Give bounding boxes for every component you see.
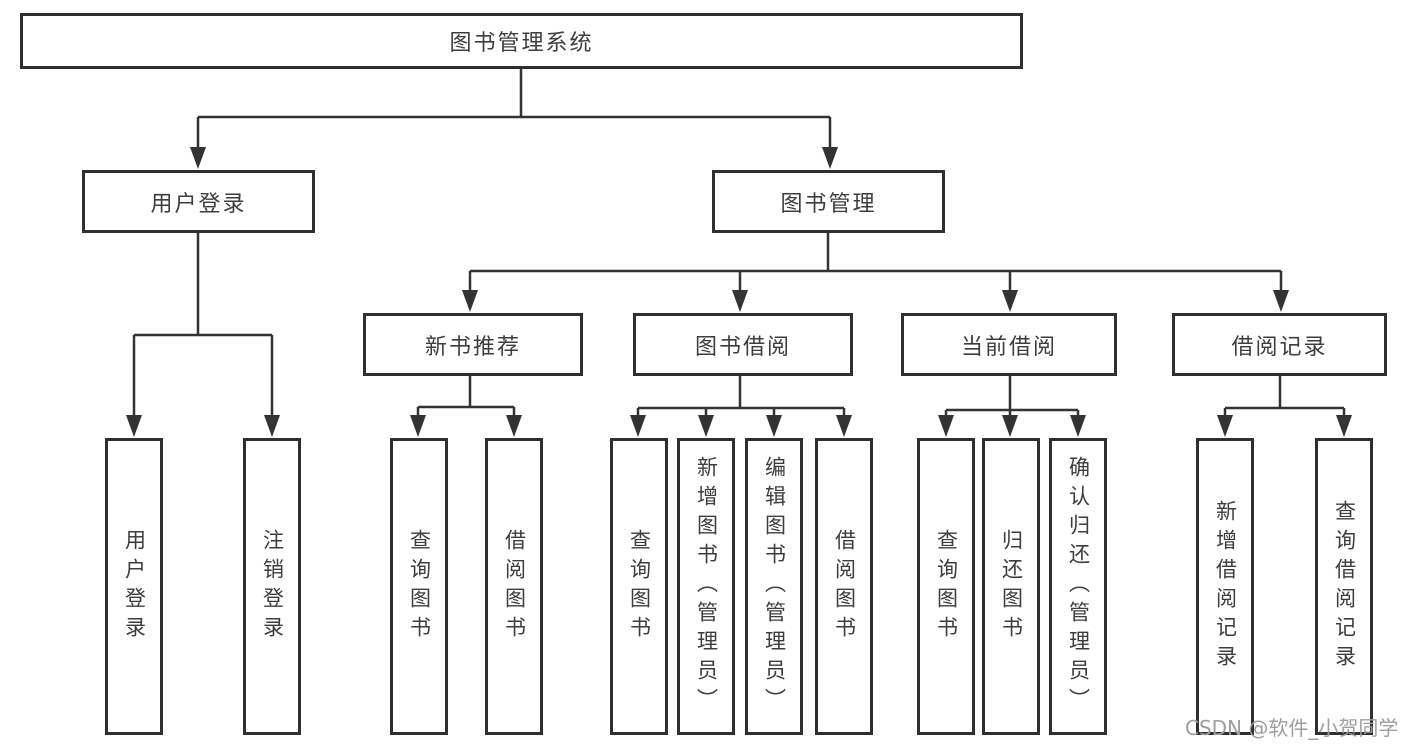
leaf-add-borrow-record-label: 新增借阅记录 <box>1213 499 1238 674</box>
node-borrow-records-label: 借阅记录 <box>1231 334 1328 360</box>
leaf-logout-label: 注销登录 <box>260 528 285 645</box>
leaf-borrow-books-2-label: 借阅图书 <box>832 528 857 645</box>
leaf-confirm-return-admin: 确认归还（管理员） <box>1049 438 1107 735</box>
node-book-borrow: 图书借阅 <box>633 313 853 376</box>
node-new-book-recommend: 新书推荐 <box>363 313 583 376</box>
node-book-borrow-label: 图书借阅 <box>694 334 791 360</box>
leaf-confirm-return-admin-label: 确认归还（管理员） <box>1066 456 1091 717</box>
node-user-login: 用户登录 <box>82 170 315 233</box>
leaf-query-books-3: 查询图书 <box>917 438 975 735</box>
node-current-borrow: 当前借阅 <box>901 313 1117 376</box>
leaf-add-borrow-record: 新增借阅记录 <box>1196 438 1254 735</box>
leaf-query-books-1-label: 查询图书 <box>407 528 432 645</box>
leaf-edit-books-admin-label: 编辑图书（管理员） <box>762 456 787 717</box>
leaf-query-books-2: 查询图书 <box>610 438 668 735</box>
csdn-watermark: CSDN @软件_小贺同学 <box>1185 716 1399 740</box>
node-book-management: 图书管理 <box>712 170 945 233</box>
leaf-query-books-2-label: 查询图书 <box>627 528 652 645</box>
arrowheads <box>126 147 1352 437</box>
node-borrow-records: 借阅记录 <box>1172 313 1387 376</box>
node-current-borrow-label: 当前借阅 <box>960 334 1057 360</box>
node-book-management-label: 图书管理 <box>780 191 877 217</box>
leaf-add-books-admin-label: 新增图书（管理员） <box>694 456 719 717</box>
node-user-login-label: 用户登录 <box>150 191 247 217</box>
leaf-borrow-books-2: 借阅图书 <box>815 438 873 735</box>
leaf-query-books-3-label: 查询图书 <box>934 528 959 645</box>
node-root: 图书管理系统 <box>20 13 1023 69</box>
leaf-borrow-books-1: 借阅图书 <box>485 438 543 735</box>
leaf-edit-books-admin: 编辑图书（管理员） <box>745 438 803 735</box>
node-root-label: 图书管理系统 <box>449 31 594 56</box>
leaf-user-login-label: 用户登录 <box>122 528 147 645</box>
leaf-query-borrow-record: 查询借阅记录 <box>1315 438 1373 735</box>
leaf-query-borrow-record-label: 查询借阅记录 <box>1332 499 1357 674</box>
leaf-borrow-books-1-label: 借阅图书 <box>502 528 527 645</box>
leaf-add-books-admin: 新增图书（管理员） <box>677 438 735 735</box>
leaf-user-login: 用户登录 <box>105 438 163 735</box>
leaf-query-books-1: 查询图书 <box>390 438 448 735</box>
leaf-return-books-label: 归还图书 <box>999 528 1024 645</box>
leaf-return-books: 归还图书 <box>982 438 1040 735</box>
node-new-book-recommend-label: 新书推荐 <box>424 334 521 360</box>
leaf-logout: 注销登录 <box>243 438 301 735</box>
